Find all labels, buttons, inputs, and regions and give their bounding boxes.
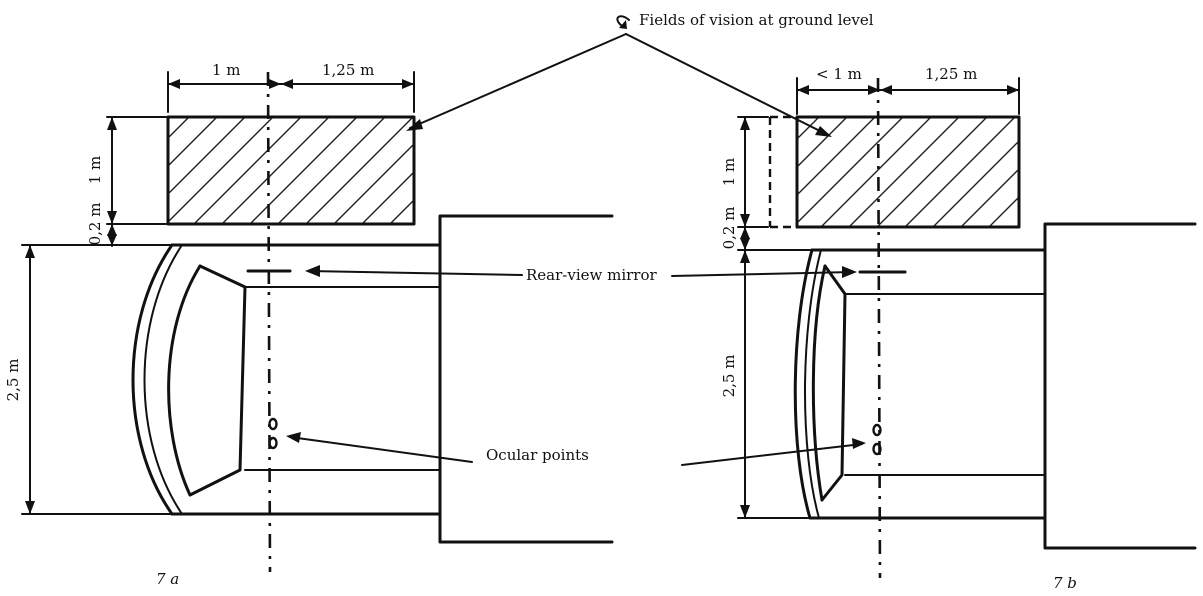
- label-rear-view-mirror: Rear-view mirror: [526, 266, 658, 284]
- callout-ocular-points: Ocular points: [286, 432, 866, 466]
- label-ocular-points: Ocular points: [486, 446, 589, 464]
- dimension-depth-a: [106, 116, 167, 247]
- dim-label-right-width-b: 1,25 m: [925, 65, 977, 83]
- curved-arrow-icon: [616, 15, 630, 27]
- dim-label-gap-b: 0,2 m: [720, 207, 738, 250]
- caption-7a: 7 a: [156, 570, 179, 588]
- dim-label-vehicle-width-b: 2,5 m: [720, 355, 738, 398]
- field-of-vision-area-b: [795, 115, 1021, 229]
- vehicle-cab-a: [131, 214, 614, 544]
- windscreen-b: [811, 264, 847, 502]
- field-of-vision-area-a: [166, 115, 416, 226]
- figure-7b: < 1 m 1,25 m 1 m 0,2 m 2,5 m: [720, 65, 1197, 592]
- dim-label-vehicle-width-a: 2,5 m: [4, 359, 22, 402]
- centerline-b: [876, 77, 882, 579]
- vehicle-cab-b: [793, 222, 1197, 550]
- dimension-vehicle-width-a: [21, 244, 173, 515]
- dimension-top-b: [796, 77, 1020, 115]
- figure-7a: 1 m 1,25 m 1 m 0,2 m 2,5 m: [4, 61, 614, 588]
- dimension-depth-b: [737, 116, 769, 251]
- windscreen-a: [167, 264, 247, 497]
- curved-arrow-head-icon: [619, 20, 627, 29]
- dim-label-left-width-a: 1 m: [212, 61, 241, 79]
- dim-label-left-width-b: < 1 m: [816, 65, 862, 83]
- callout-fields-of-vision: Fields of vision at ground level: [406, 11, 874, 137]
- dimension-vehicle-width-b: [737, 249, 813, 519]
- centerline-a: [266, 71, 272, 573]
- dimension-top-a: [167, 71, 415, 113]
- callout-rear-view-mirror: Rear-view mirror: [305, 265, 857, 284]
- dim-label-field-depth-a: 1 m: [86, 156, 104, 185]
- label-fields-of-vision: Fields of vision at ground level: [639, 11, 874, 29]
- dim-label-gap-a: 0,2 m: [86, 203, 104, 246]
- caption-7b: 7 b: [1053, 574, 1077, 592]
- dim-label-field-depth-b: 1 m: [720, 158, 738, 187]
- field-extension-b: [768, 115, 797, 229]
- dim-label-right-width-a: 1,25 m: [322, 61, 374, 79]
